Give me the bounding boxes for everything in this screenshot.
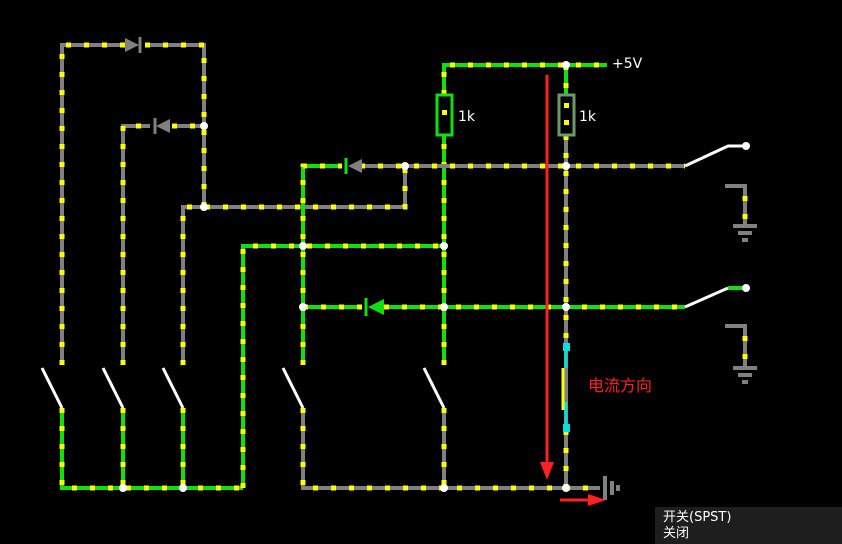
ground-icon: [733, 366, 757, 384]
arrow-right-icon: [588, 494, 606, 506]
resistor-left-label: 1k: [458, 109, 476, 125]
arrow-down-icon: [540, 462, 554, 480]
diode-fourth: [368, 299, 384, 315]
ground-icon: [603, 476, 620, 500]
ground-icon: [733, 224, 757, 242]
diode-third: [348, 159, 362, 173]
wires: [59, 42, 748, 491]
switches[interactable]: [40, 142, 750, 409]
switch-bottom-right: [684, 286, 729, 309]
switch-4: [281, 367, 305, 409]
tooltip-state: 关闭: [663, 526, 690, 541]
switch-1: [40, 367, 64, 409]
tooltip-title: 开关(SPST): [663, 510, 732, 525]
grounds: [603, 224, 757, 500]
supply-label: +5V: [612, 56, 643, 72]
switch-2: [101, 367, 125, 409]
junction-dots: [119, 61, 570, 492]
resistor-right-label: 1k: [579, 109, 597, 125]
tooltip: 开关(SPST) 关闭: [655, 507, 842, 544]
led[interactable]: [561, 343, 570, 432]
switch-5: [422, 367, 446, 409]
resistor-left: [435, 93, 454, 137]
resistor-right: [557, 93, 576, 137]
switch-3: [161, 367, 185, 409]
diode-second: [156, 119, 170, 133]
diodes[interactable]: [125, 37, 384, 316]
current-direction-arrows: [540, 75, 606, 506]
resistors[interactable]: [435, 93, 576, 137]
current-direction-label: 电流方向: [588, 376, 653, 395]
switch-top-right: [684, 144, 745, 168]
diode-top: [125, 38, 139, 52]
